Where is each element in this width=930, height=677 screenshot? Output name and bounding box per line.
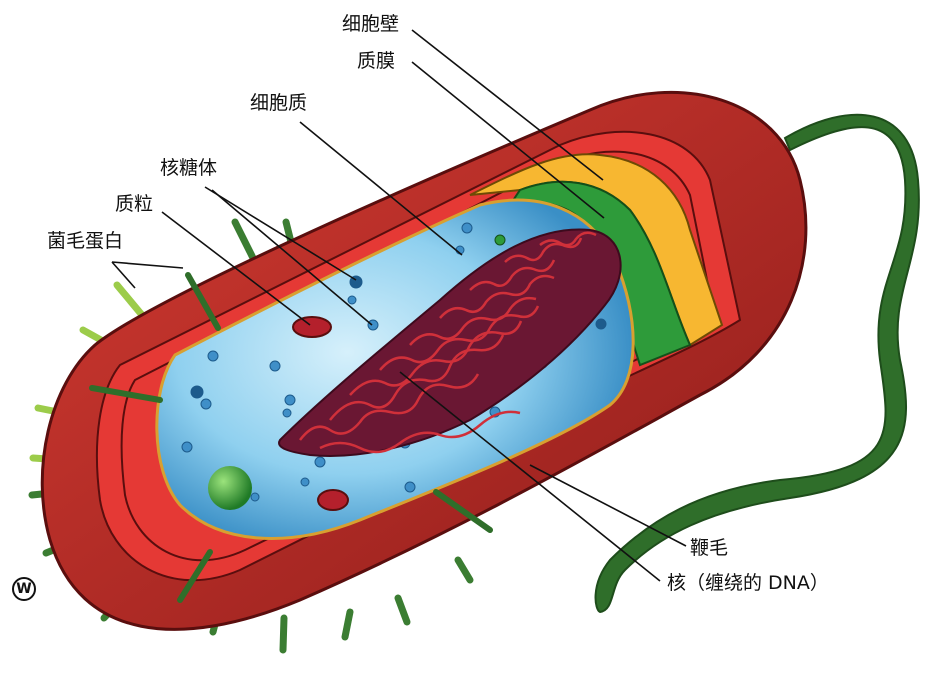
dna-strand — [329, 334, 505, 421]
dna-strand — [439, 274, 555, 319]
dna-strand — [409, 296, 537, 346]
pilus — [279, 614, 288, 654]
pilus-anchor — [185, 272, 221, 331]
label-membrane: 质膜 — [357, 50, 396, 72]
label-pili: 菌毛蛋白 — [47, 230, 124, 252]
leader-plasmid — [161, 211, 311, 326]
label-flagellum: 鞭毛 — [690, 537, 729, 559]
flagellum-shape — [594, 113, 920, 614]
leader-pili-2 — [111, 261, 136, 289]
ribosome-dot — [282, 408, 292, 418]
ribosome-dot — [200, 398, 212, 410]
watermark-logo: W — [12, 577, 36, 601]
label-cell-wall: 细胞壁 — [342, 13, 400, 35]
dna-strand — [539, 231, 597, 247]
leader-pili-1 — [111, 261, 184, 269]
granule — [208, 466, 252, 510]
ribosome-dot — [595, 318, 607, 330]
pilus — [454, 556, 474, 584]
nucleoid-body — [278, 228, 622, 457]
pilus-anchor — [177, 549, 213, 603]
plasmids — [292, 316, 349, 511]
ribosome-dot — [300, 477, 310, 487]
pilus — [113, 281, 146, 319]
leader-ribosome-1 — [204, 186, 357, 281]
dna-strand — [469, 259, 556, 291]
leader-flagellum — [529, 464, 687, 547]
ribosome-dot — [494, 234, 506, 246]
pilus — [341, 608, 354, 641]
leader-nucleoid — [399, 371, 661, 582]
dna-strand — [349, 320, 523, 396]
leader-ribosome-2 — [211, 189, 373, 326]
label-ribosome: 核糖体 — [160, 157, 218, 179]
dna-strands — [299, 231, 597, 454]
plasmid-blob — [292, 316, 332, 338]
ribosome-dot — [461, 222, 473, 234]
dna-strand — [379, 305, 540, 371]
leader-membrane — [411, 61, 605, 219]
ribosome-dot — [207, 350, 219, 362]
ribosome-dot — [269, 360, 281, 372]
leader-cytoplasm — [299, 121, 463, 256]
pilus — [231, 218, 259, 266]
ribosome-dot — [250, 492, 260, 502]
leader-lines — [111, 29, 687, 582]
label-plasmid: 质粒 — [115, 193, 154, 215]
pilus-anchor — [89, 385, 163, 403]
ribosome-dot — [347, 295, 357, 305]
dna-strand — [299, 373, 480, 441]
label-cytoplasm: 细胞质 — [250, 92, 308, 114]
leader-cell-wall — [411, 29, 604, 181]
ribosome-dot — [284, 394, 296, 406]
ribosome-dot — [404, 481, 416, 493]
pilus — [394, 594, 411, 626]
ribosome-dot — [181, 441, 193, 453]
dna-strand — [319, 410, 521, 454]
label-nucleoid: 核（缠绕的 DNA） — [667, 572, 829, 594]
nucleoid — [278, 228, 622, 457]
dna-strand — [504, 237, 583, 263]
pilus-anchor — [433, 489, 493, 533]
pili-anchors — [89, 272, 493, 603]
plasmid-blob — [317, 489, 349, 511]
ribosome-dot — [190, 385, 204, 399]
ribosome-dot — [367, 319, 379, 331]
ribosome-dot — [314, 456, 326, 468]
